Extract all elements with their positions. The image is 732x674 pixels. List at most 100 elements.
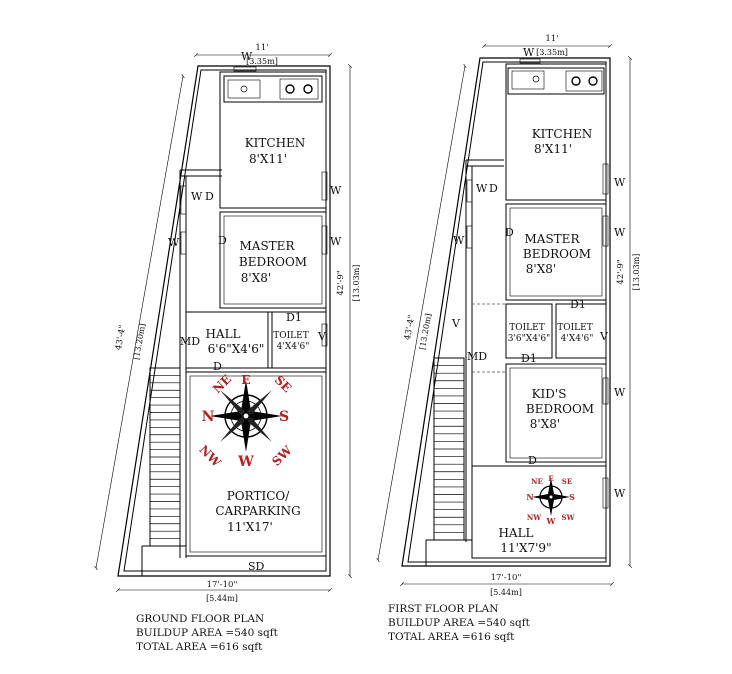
ground-compass-n: N bbox=[202, 409, 215, 425]
ground-compass-w: W bbox=[237, 454, 254, 470]
first-top-width: 11' bbox=[545, 34, 558, 44]
first-toilet1-label: TOILET bbox=[509, 323, 545, 333]
ground-top-dimension: 11' [3.35m] bbox=[196, 43, 330, 66]
first-toilet2-size: 4'X4'6" bbox=[561, 334, 594, 344]
ground-caption-buildup: BUILDUP AREA =540 sqft bbox=[136, 627, 279, 639]
first-openings: W W W W W W D W D D1 D1 V V MD D bbox=[451, 46, 626, 509]
ground-hall-label: HALL bbox=[205, 327, 240, 341]
first-kids-bedroom: KID'S BEDROOM 8'X8' bbox=[505, 363, 607, 463]
first-caption-buildup: BUILDUP AREA =540 sqft bbox=[388, 617, 531, 629]
ground-compass-sw: SW bbox=[269, 443, 295, 469]
first-diag: 43'-4" bbox=[403, 314, 417, 341]
first-compass-n: N bbox=[526, 492, 533, 502]
ground-openings: W W W W W D D D1 V MD D SD bbox=[168, 50, 342, 573]
ground-toilet-label: TOILET bbox=[273, 331, 309, 341]
first-master-label-2: BEDROOM bbox=[523, 247, 591, 261]
ground-compass-ne: NE bbox=[210, 372, 234, 396]
first-kitchen-label: KITCHEN bbox=[532, 127, 593, 141]
ground-tag-w-master: W bbox=[330, 235, 342, 248]
first-top-dimension: 11' [3.35m] bbox=[484, 34, 610, 57]
first-bottom-dimension: 17'-10" [5.44m] bbox=[402, 573, 612, 597]
first-hall: HALL 11'X7'9" bbox=[471, 465, 607, 559]
ground-master-bedroom: MASTER BEDROOM 8'X8' bbox=[219, 211, 327, 309]
first-hall-label: HALL bbox=[498, 526, 533, 540]
first-tag-w-kids: W bbox=[614, 386, 626, 399]
ground-tag-v: V bbox=[317, 330, 327, 343]
first-bottom-width-m: [5.44m] bbox=[490, 588, 522, 597]
first-master-size: 8'X8' bbox=[526, 262, 556, 276]
ground-caption-total: TOTAL AREA =616 sqft bbox=[136, 641, 263, 653]
ground-tag-d-left: D bbox=[205, 190, 214, 203]
ground-kitchen-size: 8'X11' bbox=[249, 152, 287, 166]
first-stove-icon bbox=[565, 70, 603, 92]
ground-tag-md: MD bbox=[180, 335, 200, 348]
first-compass-e: E bbox=[548, 474, 553, 483]
ground-kitchen-label: KITCHEN bbox=[245, 136, 306, 150]
ground-top-width-m: [3.35m] bbox=[246, 57, 278, 66]
first-compass-w: W bbox=[546, 516, 557, 526]
ground-tag-w-top: W bbox=[241, 50, 253, 63]
ground-diag-m: [13.20m] bbox=[132, 323, 147, 361]
first-toilet2-label: TOILET bbox=[557, 323, 593, 333]
first-tag-w-master: W bbox=[614, 226, 626, 239]
first-caption-title: FIRST FLOOR PLAN bbox=[388, 603, 498, 615]
ground-staircase bbox=[141, 367, 186, 576]
ground-compass-nw: NW bbox=[196, 442, 224, 470]
first-toilet1-size: 3'6"X4'6" bbox=[508, 334, 551, 344]
ground-portico-label-2: CARPARKING bbox=[215, 504, 300, 518]
first-compass: E W N S NE SE NW SW bbox=[526, 474, 575, 526]
first-compass-s: S bbox=[569, 492, 575, 502]
first-staircase bbox=[425, 357, 472, 566]
ground-tag-d-hall: D bbox=[213, 360, 222, 373]
first-kitchen: KITCHEN 8'X11' bbox=[505, 63, 607, 201]
first-diag-m: [13.20m] bbox=[418, 313, 433, 351]
ground-top-width: 11' bbox=[255, 43, 268, 53]
first-caption-total: TOTAL AREA =616 sqft bbox=[388, 631, 515, 643]
first-depth-m: [13.03m] bbox=[632, 254, 641, 291]
first-tag-md: MD bbox=[467, 350, 487, 363]
ground-tag-d-master: D bbox=[218, 234, 227, 247]
ground-tag-d1: D1 bbox=[286, 311, 302, 324]
first-tag-w-kitchen: W bbox=[614, 176, 626, 189]
ground-right-dimension: 42'-9" [13.03m] bbox=[336, 66, 361, 576]
ground-bottom-width-m: [5.44m] bbox=[206, 594, 238, 603]
first-tag-d-master: D bbox=[505, 226, 514, 239]
ground-tag-w-kitchen: W bbox=[330, 184, 342, 197]
ground-depth: 42'-9" bbox=[336, 270, 346, 295]
ground-portico: PORTICO/ CARPARKING 11'X17' bbox=[185, 371, 327, 557]
ground-bottom-dimension: 17'-10" [5.44m] bbox=[118, 580, 330, 603]
first-depth: 42'-9" bbox=[616, 259, 626, 284]
ground-caption-title: GROUND FLOOR PLAN bbox=[136, 613, 264, 625]
first-caption: FIRST FLOOR PLAN BUILDUP AREA =540 sqft … bbox=[388, 603, 531, 643]
ground-master-label-1: MASTER bbox=[240, 239, 296, 253]
ground-kitchen: KITCHEN 8'X11' bbox=[219, 71, 327, 209]
first-master-bedroom: MASTER BEDROOM 8'X8' bbox=[505, 203, 607, 301]
ground-portico-label-1: PORTICO/ bbox=[227, 489, 291, 503]
ground-caption: GROUND FLOOR PLAN BUILDUP AREA =540 sqft… bbox=[136, 613, 279, 653]
first-tag-w-left: W bbox=[453, 234, 465, 247]
first-compass-nw: NW bbox=[527, 513, 541, 522]
first-tag-d1-bottom: D1 bbox=[521, 352, 537, 365]
ground-tag-w-left-1: W bbox=[191, 190, 203, 203]
first-bottom-width: 17'-10" bbox=[491, 573, 522, 583]
ground-tag-w-left-2: W bbox=[168, 236, 180, 249]
ground-depth-m: [13.03m] bbox=[352, 265, 361, 302]
sink-icon bbox=[227, 79, 261, 99]
first-master-label-1: MASTER bbox=[525, 232, 581, 246]
ground-compass: E W N S NE SE NW SW bbox=[196, 372, 295, 470]
ground-floor-plan: 11' [3.35m] 42'-9" [13.03m] 43'-4" [13.2… bbox=[96, 43, 361, 653]
first-tag-w-hall: W bbox=[614, 487, 626, 500]
ground-tag-sd: SD bbox=[248, 560, 265, 573]
first-tag-w-top: W bbox=[523, 46, 535, 59]
first-compass-ne: NE bbox=[531, 477, 543, 486]
first-tag-wd: W bbox=[476, 182, 488, 195]
ground-compass-s: S bbox=[279, 409, 289, 425]
ground-hall: HALL 6'6"X4'6" bbox=[186, 311, 326, 369]
ground-toilet: TOILET 4'X4'6" bbox=[273, 331, 309, 352]
first-top-width-m: [3.35m] bbox=[536, 48, 568, 57]
first-tag-v-right: V bbox=[599, 330, 609, 343]
ground-hall-size: 6'6"X4'6" bbox=[208, 342, 265, 356]
ground-bottom-width: 17'-10" bbox=[207, 580, 238, 590]
first-compass-sw: SW bbox=[562, 513, 575, 522]
ground-toilet-size: 4'X4'6" bbox=[277, 342, 310, 352]
